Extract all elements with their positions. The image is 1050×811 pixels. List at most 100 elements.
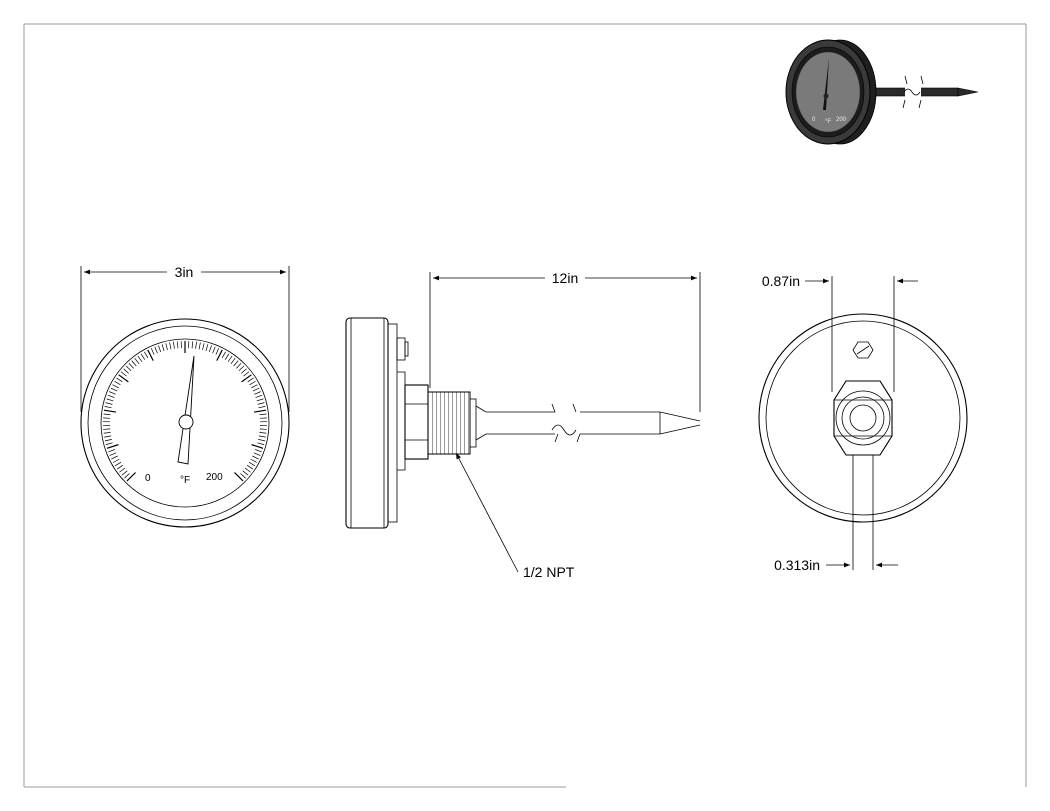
dial-tick — [253, 452, 261, 456]
dial-tick — [224, 353, 230, 360]
label-thread-size: 1/2 NPT — [523, 564, 575, 580]
dial-tick — [112, 458, 120, 463]
dial-tick — [259, 413, 267, 416]
dial-tick — [255, 394, 263, 398]
dial-tick — [110, 387, 118, 392]
dial-min-label: 0 — [145, 473, 151, 484]
dial-tick — [103, 409, 116, 413]
dial-tick — [233, 360, 239, 367]
dial-tick — [236, 362, 242, 369]
dial-tick — [137, 355, 143, 362]
dial-tick — [106, 398, 114, 402]
dial-tick — [257, 402, 265, 405]
dial-tick — [227, 355, 233, 362]
dial-tick — [244, 467, 251, 473]
dial-tick — [147, 349, 154, 361]
dial-tick — [249, 380, 256, 386]
dial-tick — [258, 435, 266, 438]
dial-tick — [251, 444, 264, 449]
dial-tick — [158, 345, 162, 353]
dial-tick — [205, 344, 209, 352]
dial-tick — [254, 391, 261, 395]
dial-tick — [125, 365, 132, 372]
dial-tick — [144, 351, 149, 359]
dial-tick — [247, 377, 254, 383]
dial-tick — [134, 357, 140, 364]
dial-tick — [140, 353, 146, 360]
dial-tick — [103, 432, 111, 434]
dial-tick — [123, 368, 129, 374]
dial-tick — [131, 360, 137, 367]
back-view: 0.87in 0.313in — [758, 273, 968, 573]
dial-tick — [165, 343, 168, 351]
dial-tick — [215, 348, 220, 355]
dial-tick — [105, 402, 113, 405]
dial-tick — [121, 470, 128, 476]
dial-tick — [116, 464, 124, 470]
dial-tick — [234, 472, 244, 482]
dial-tick — [257, 442, 265, 445]
dial-tick — [241, 368, 247, 374]
dial-tick — [259, 428, 267, 430]
dial-tick — [103, 413, 111, 416]
dial-tick — [251, 384, 258, 389]
dial-tick — [246, 464, 254, 470]
dial-tick — [104, 435, 112, 438]
dim-dial-diameter: 3in — [175, 264, 194, 280]
dial-tick — [169, 342, 172, 350]
dial-tick — [198, 342, 201, 350]
dial-tick — [248, 461, 256, 467]
dim-stem-diameter: 0.313in — [774, 557, 820, 573]
dial-tick — [161, 344, 165, 352]
drawing-frame — [23, 23, 1027, 788]
dial-tick — [195, 341, 197, 349]
dial-tick — [221, 351, 226, 359]
dial-tick — [119, 467, 126, 473]
dial-tick — [173, 341, 175, 349]
dial-tick — [112, 384, 119, 389]
dim-hex-width: 0.87in — [762, 273, 800, 289]
dial-tick — [120, 371, 127, 377]
dial-tick — [242, 470, 249, 476]
dial-tick — [216, 349, 223, 361]
dial-tick — [255, 449, 262, 453]
dial-tick — [116, 377, 123, 383]
dial-tick — [128, 362, 134, 369]
dial-tick — [250, 458, 258, 463]
dial-tick — [103, 428, 111, 430]
dial-tick — [258, 406, 266, 409]
dial-tick — [191, 341, 194, 349]
dial-tick-marks — [103, 341, 267, 482]
dial-tick — [106, 444, 119, 449]
dial-tick — [150, 348, 155, 355]
dial-tick — [114, 380, 121, 386]
iso-dial-max-label: 200 — [836, 117, 847, 123]
dial-tick — [208, 345, 212, 353]
dial-tick — [241, 374, 252, 383]
dial-tick — [126, 472, 136, 482]
front-view: 0 °F 200 3in — [80, 264, 290, 528]
dial-max-label: 200 — [206, 472, 223, 483]
dial-tick — [104, 406, 112, 409]
dial-tick — [230, 357, 236, 364]
dial-unit-label: °F — [180, 475, 190, 486]
isometric-view: 0 °F 200 — [785, 39, 979, 145]
dial-tick — [104, 439, 112, 442]
dial-tick — [118, 374, 129, 383]
dial-tick — [243, 371, 250, 377]
dial-tick — [252, 387, 260, 392]
dial-tick — [240, 473, 246, 479]
dial-tick — [114, 461, 122, 467]
dim-stem-length: 12in — [552, 270, 578, 286]
dial-tick — [124, 473, 130, 479]
dial-tick — [111, 455, 118, 460]
dial-tick — [254, 409, 267, 413]
iso-dial-min-label: 0 — [812, 117, 816, 123]
dial-tick — [109, 452, 117, 456]
dial-tick — [154, 346, 158, 354]
dial-tick — [108, 449, 115, 453]
dial-tick — [212, 346, 216, 354]
dial-tick — [107, 394, 115, 398]
dial-tick — [109, 391, 116, 395]
